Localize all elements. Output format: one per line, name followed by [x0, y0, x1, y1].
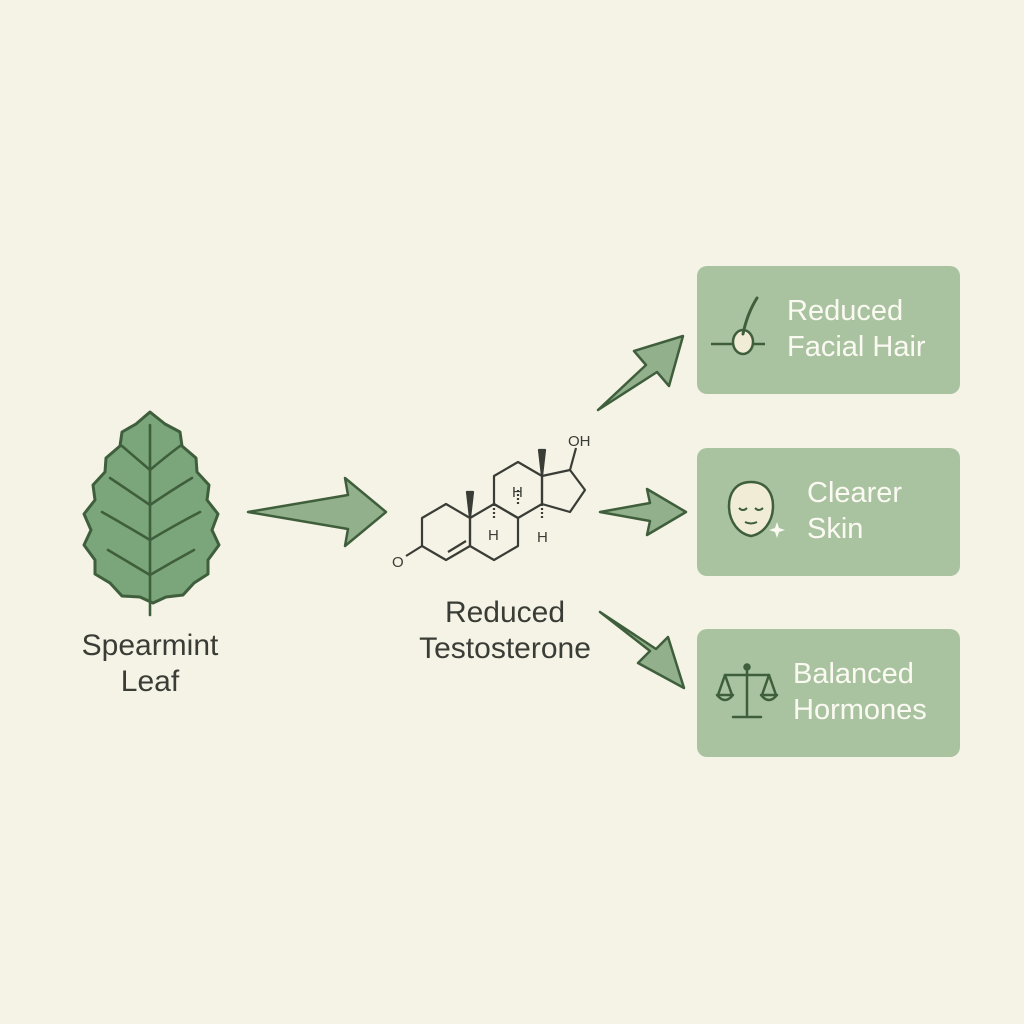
effect-card-balanced-hormones: Balanced Hormones [697, 629, 960, 757]
spearmint-leaf-icon [82, 410, 221, 617]
scales-icon [715, 663, 779, 719]
arrow-to-hormones [598, 610, 686, 690]
spearmint-label-line1: Spearmint [81, 629, 219, 662]
oh-label: OH [568, 433, 591, 450]
effect-card-facial-hair: Reduced Facial Hair [697, 266, 960, 394]
h-label-1: H [488, 527, 499, 544]
h-label-2: H [512, 484, 523, 501]
effect-card-clearer-skin: Clearer Skin [697, 448, 960, 576]
arrow-leaf-to-molecule [246, 476, 388, 548]
testosterone-molecule [405, 447, 587, 562]
hair-follicle-icon [711, 296, 765, 356]
h-label-3: H [537, 529, 548, 546]
testosterone-label-line1: Reduced [444, 596, 566, 629]
effect-1-line1: Reduced [787, 295, 904, 327]
ketone-o-label: O [392, 554, 404, 571]
testosterone-label-line2: Testosterone [419, 632, 591, 665]
effect-3-line2: Hormones [793, 694, 927, 726]
reduced-testosterone-label: Reduced Testosterone [395, 595, 615, 667]
effect-2-line2: Skin [807, 513, 864, 545]
effect-2-line1: Clearer [807, 477, 903, 509]
arrow-to-facial-hair [596, 334, 685, 412]
effect-1-line2: Facial Hair [787, 331, 926, 363]
spearmint-label-line2: Leaf [120, 665, 180, 698]
spearmint-leaf-label: Spearmint Leaf [60, 628, 240, 700]
effect-3-line1: Balanced [793, 658, 914, 690]
arrow-to-skin [598, 487, 688, 537]
face-icon [727, 480, 785, 538]
